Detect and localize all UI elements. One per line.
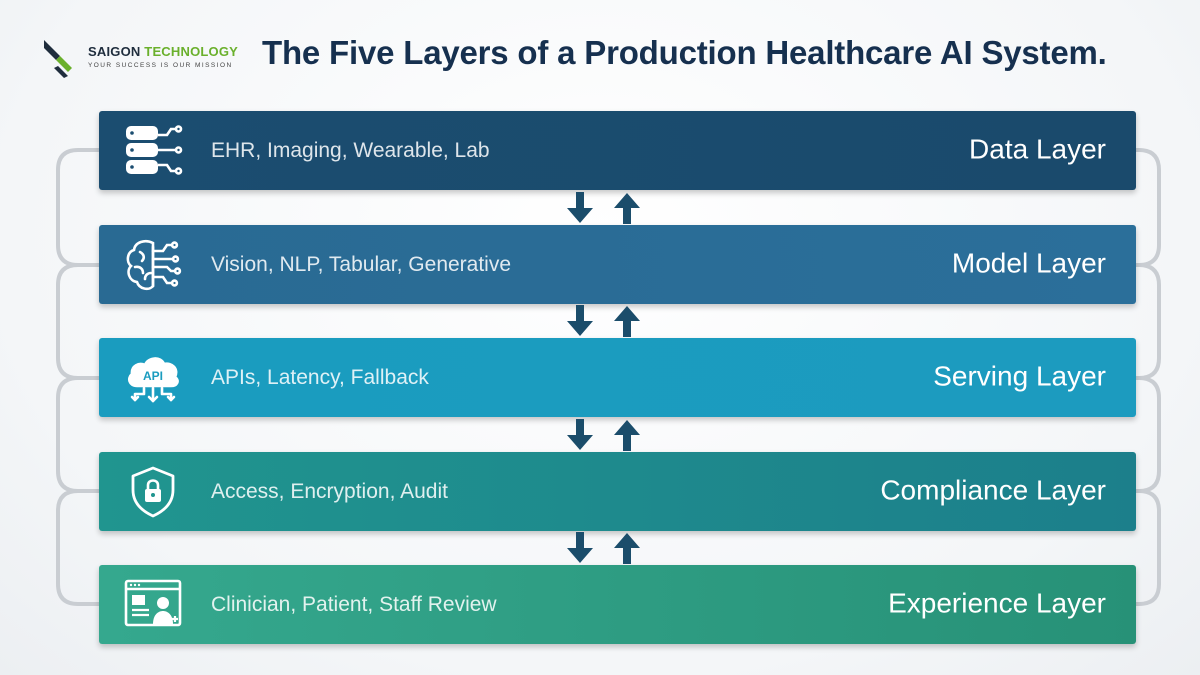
layer-name: Serving Layer [933, 360, 1106, 392]
layer-name: Data Layer [969, 133, 1106, 165]
brand-word-1: SAIGON [88, 44, 141, 59]
up-arrow-icon [612, 532, 642, 564]
layer-model: Vision, NLP, Tabular, Generative Model L… [99, 225, 1136, 304]
layer-serving: API APIs, Latency, Fallback Serving Laye… [99, 338, 1136, 417]
layer-description: APIs, Latency, Fallback [211, 365, 429, 389]
left-connector-2 [56, 263, 101, 380]
up-arrow-icon [612, 192, 642, 224]
layer-description: Access, Encryption, Audit [211, 479, 448, 503]
page-title: The Five Layers of a Production Healthca… [262, 34, 1107, 71]
up-arrow-icon [612, 305, 642, 337]
svg-text:API: API [143, 369, 163, 383]
up-arrow-icon [612, 419, 642, 451]
layer-data: EHR, Imaging, Wearable, Lab Data Layer [99, 111, 1136, 190]
layer-compliance: Access, Encryption, Audit Compliance Lay… [99, 452, 1136, 531]
cloud-api-icon: API [123, 350, 183, 406]
shield-lock-icon [123, 464, 183, 520]
brand-word-2: TECHNOLOGY [144, 44, 239, 59]
brand-tagline: YOUR SUCCESS IS OUR MISSION [88, 62, 233, 69]
company-logo: SAIGON TECHNOLOGY YOUR SUCCESS IS OUR MI… [42, 38, 242, 80]
right-connector-1 [1134, 148, 1161, 267]
brand-name: SAIGON TECHNOLOGY [88, 44, 238, 59]
layer-name: Compliance Layer [880, 474, 1106, 506]
left-connector-4 [56, 489, 101, 606]
right-connector-2 [1134, 263, 1161, 380]
right-connector-4 [1134, 489, 1161, 606]
layer-description: Clinician, Patient, Staff Review [211, 592, 497, 616]
layer-description: Vision, NLP, Tabular, Generative [211, 252, 512, 276]
left-connector-1 [56, 148, 101, 267]
right-connector-3 [1134, 376, 1161, 493]
user-profile-screen-icon [123, 577, 183, 633]
logo-mark-icon [44, 40, 72, 78]
layer-experience: Clinician, Patient, Staff Review Experie… [99, 565, 1136, 644]
layer-description: EHR, Imaging, Wearable, Lab [211, 138, 490, 162]
down-arrow-icon [565, 305, 595, 337]
down-arrow-icon [565, 532, 595, 564]
down-arrow-icon [565, 419, 595, 451]
down-arrow-icon [565, 192, 595, 224]
left-connector-3 [56, 376, 101, 493]
layer-name: Model Layer [951, 247, 1106, 279]
layer-name: Experience Layer [888, 587, 1106, 619]
brain-circuit-icon [123, 237, 183, 293]
database-icon [123, 123, 183, 179]
